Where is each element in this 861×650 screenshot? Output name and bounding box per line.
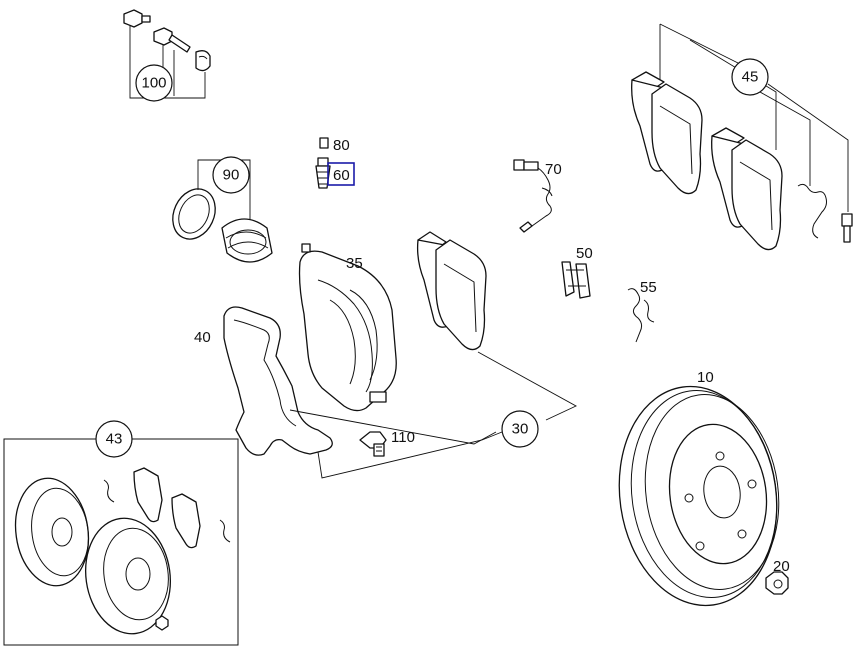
- callout-100[interactable]: 100: [135, 64, 173, 102]
- callout-90[interactable]: 90: [212, 156, 250, 194]
- selected-part-highlight: [327, 162, 355, 186]
- part-45-leader-lines: [659, 23, 849, 212]
- part-40-caliper-carrier[interactable]: [223, 306, 333, 456]
- label-20: 20: [773, 558, 790, 575]
- callout-100-text: 100: [141, 75, 166, 92]
- part-30-leader-lines: [289, 351, 577, 479]
- callout-30[interactable]: 30: [501, 410, 539, 448]
- callout-45[interactable]: 45: [731, 58, 769, 96]
- label-50: 50: [576, 245, 593, 262]
- part-110-bolt[interactable]: [359, 431, 387, 457]
- part-60-bleeder-valve[interactable]: [315, 157, 331, 189]
- callout-90-text: 90: [223, 167, 240, 184]
- callout-30-text: 30: [512, 421, 529, 438]
- part-45-pad-set[interactable]: [631, 71, 853, 251]
- part-90-seal-kit[interactable]: [165, 182, 273, 263]
- label-110: 110: [391, 429, 415, 446]
- label-40: 40: [194, 329, 211, 346]
- part-55-spring[interactable]: [627, 288, 655, 343]
- part-35-brake-caliper[interactable]: [298, 243, 397, 412]
- part-10-brake-disc[interactable]: [605, 376, 791, 616]
- label-70: 70: [545, 161, 562, 178]
- part-30-brake-pads[interactable]: [416, 231, 487, 351]
- callout-45-text: 45: [742, 69, 759, 86]
- label-60[interactable]: 60: [333, 167, 350, 184]
- part-70-wear-sensor[interactable]: [513, 159, 553, 233]
- callout-43[interactable]: 43: [95, 420, 133, 458]
- label-55: 55: [640, 279, 657, 296]
- callout-43-text: 43: [106, 431, 123, 448]
- label-80: 80: [333, 137, 350, 154]
- label-10: 10: [697, 369, 714, 386]
- part-43-brake-kit-box[interactable]: [3, 438, 239, 646]
- part-100-guide-pin-set[interactable]: [123, 9, 211, 72]
- part-80-bleeder-cap[interactable]: [319, 137, 329, 149]
- part-20-screw[interactable]: [765, 571, 789, 595]
- label-35: 35: [346, 255, 363, 272]
- part-50-anti-rattle-clip[interactable]: [561, 261, 591, 299]
